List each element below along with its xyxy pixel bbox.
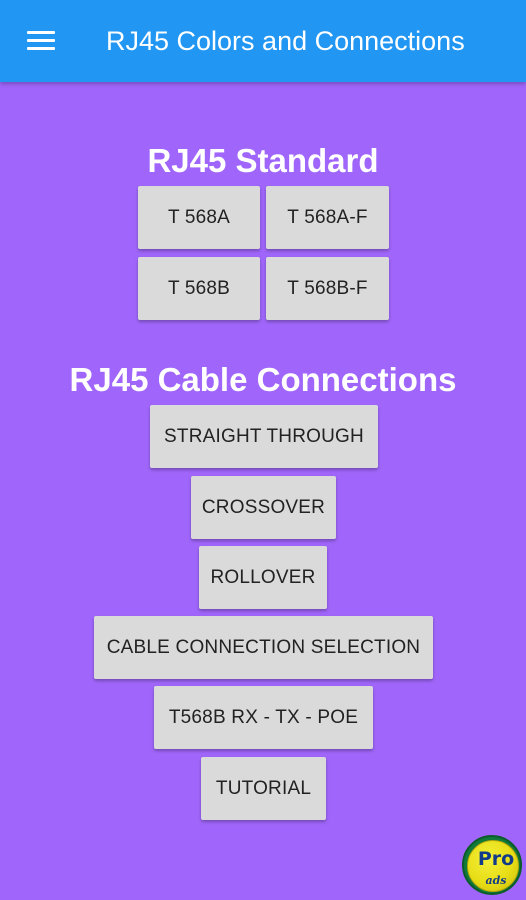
ads-label: ads bbox=[485, 874, 507, 887]
crossover-button[interactable]: CROSSOVER bbox=[191, 476, 336, 539]
app-bar: RJ45 Colors and Connections bbox=[0, 0, 526, 82]
rj45-cable-connections-heading: RJ45 Cable Connections bbox=[69, 361, 457, 398]
cable-connection-selection-button[interactable]: CABLE CONNECTION SELECTION bbox=[94, 616, 433, 679]
rj45-standard-heading: RJ45 Standard bbox=[147, 142, 379, 179]
straight-through-button[interactable]: STRAIGHT THROUGH bbox=[150, 405, 378, 468]
t568a-button[interactable]: T 568A bbox=[138, 186, 260, 249]
pro-ads-badge-face: Pro ads bbox=[467, 840, 519, 892]
rollover-button[interactable]: ROLLOVER bbox=[199, 546, 327, 609]
app-title: RJ45 Colors and Connections bbox=[106, 26, 465, 56]
pro-label: Pro bbox=[477, 848, 515, 870]
hamburger-menu-icon[interactable] bbox=[27, 31, 55, 51]
pro-ads-badge-icon[interactable]: Pro ads bbox=[462, 835, 522, 895]
t568b-button[interactable]: T 568B bbox=[138, 257, 260, 320]
t568b-f-button[interactable]: T 568B-F bbox=[266, 257, 389, 320]
t568a-f-button[interactable]: T 568A-F bbox=[266, 186, 389, 249]
t568b-rx-tx-poe-button[interactable]: T568B RX - TX - POE bbox=[154, 686, 373, 749]
tutorial-button[interactable]: TUTORIAL bbox=[201, 757, 326, 820]
